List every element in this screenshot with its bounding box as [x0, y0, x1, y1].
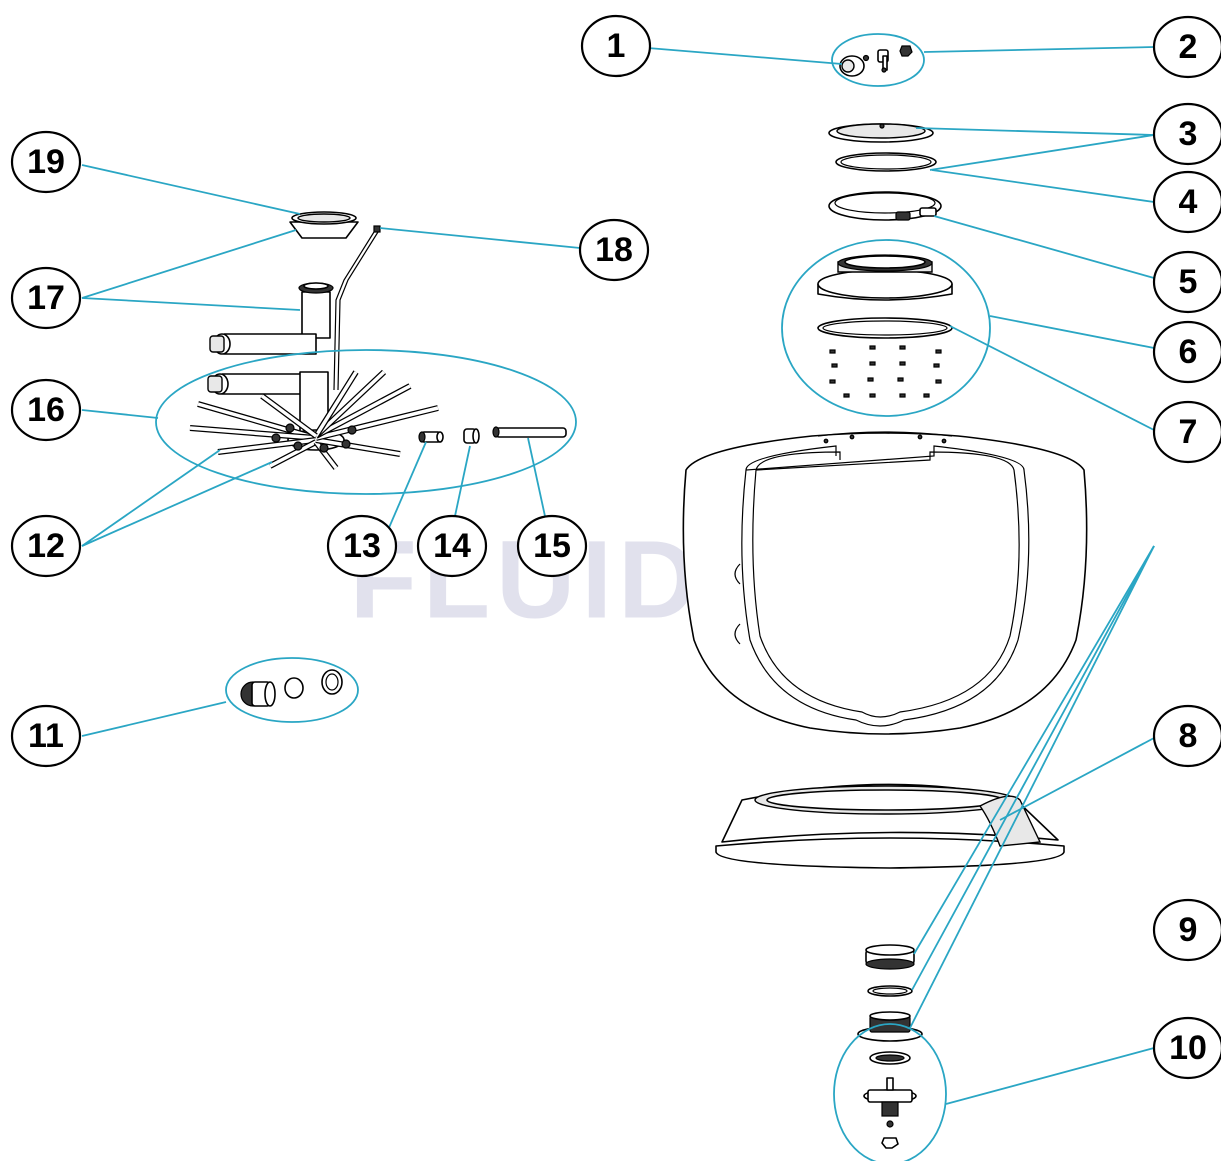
callout-number: 10 [1169, 1029, 1207, 1067]
filter-tank-body [682, 431, 1088, 735]
callout-number: 18 [595, 231, 633, 269]
part-7-gasket-bolts [817, 317, 953, 398]
part-6-flange [817, 254, 953, 301]
callout-1: 1 [580, 14, 652, 78]
callout-number: 17 [27, 279, 65, 317]
callout-number: 9 [1179, 911, 1198, 949]
part-15-lateral-tube [492, 426, 567, 438]
leader-lines [81, 46, 1155, 1105]
callout-10: 10 [1152, 1016, 1221, 1080]
group-outline-11 [225, 657, 359, 723]
callout-number: 8 [1179, 717, 1198, 755]
callout-6: 6 [1152, 320, 1221, 384]
callout-3: 3 [1152, 102, 1221, 166]
callout-15: 15 [516, 514, 588, 578]
callout-12: 12 [10, 514, 82, 578]
part-2-fittings [862, 45, 913, 73]
group-outline-10 [833, 1023, 947, 1161]
callout-17: 17 [10, 266, 82, 330]
part-10-drain-plug [863, 1051, 917, 1149]
callout-number: 15 [533, 527, 571, 565]
part-13-coupling [418, 431, 444, 443]
callout-4: 4 [1152, 170, 1221, 234]
callout-7: 7 [1152, 400, 1221, 464]
part-4-o-ring [835, 152, 937, 172]
callout-number: 3 [1179, 115, 1198, 153]
callout-number: 14 [433, 527, 471, 565]
callout-number: 2 [1179, 28, 1198, 66]
part-17-collector-pipe [209, 282, 334, 355]
callout-number: 11 [28, 717, 64, 755]
callout-number: 1 [607, 27, 626, 65]
callout-19: 19 [10, 130, 82, 194]
callout-13: 13 [326, 514, 398, 578]
callout-number: 16 [27, 391, 65, 429]
callout-number: 5 [1179, 263, 1198, 301]
callout-number: 4 [1179, 183, 1198, 221]
part-9-drain-fitting [857, 944, 923, 1042]
part-18-vent-tube [333, 225, 381, 391]
part-14-sleeve [463, 428, 480, 444]
callout-9: 9 [1152, 898, 1221, 962]
group-outline-2 [831, 33, 925, 87]
callout-18: 18 [578, 218, 650, 282]
part-11-union-fitting [240, 669, 343, 707]
callout-number: 7 [1179, 413, 1198, 451]
part-1-gauge [839, 55, 865, 77]
part-3-lid [828, 123, 934, 143]
callout-number: 12 [27, 527, 65, 565]
part-5-clamp [828, 191, 942, 221]
callout-14: 14 [416, 514, 488, 578]
callout-8: 8 [1152, 704, 1221, 768]
part-16-lateral-hub [189, 369, 439, 470]
part-19-funnel [289, 211, 359, 239]
callout-number: 6 [1179, 333, 1198, 371]
group-outline-6-7 [781, 239, 991, 417]
callout-5: 5 [1152, 250, 1221, 314]
callout-11: 11 [10, 704, 82, 768]
callout-number: 13 [343, 527, 381, 565]
callout-16: 16 [10, 378, 82, 442]
callout-2: 2 [1152, 15, 1221, 79]
callout-number: 19 [27, 143, 65, 181]
group-outline-16 [155, 349, 577, 495]
